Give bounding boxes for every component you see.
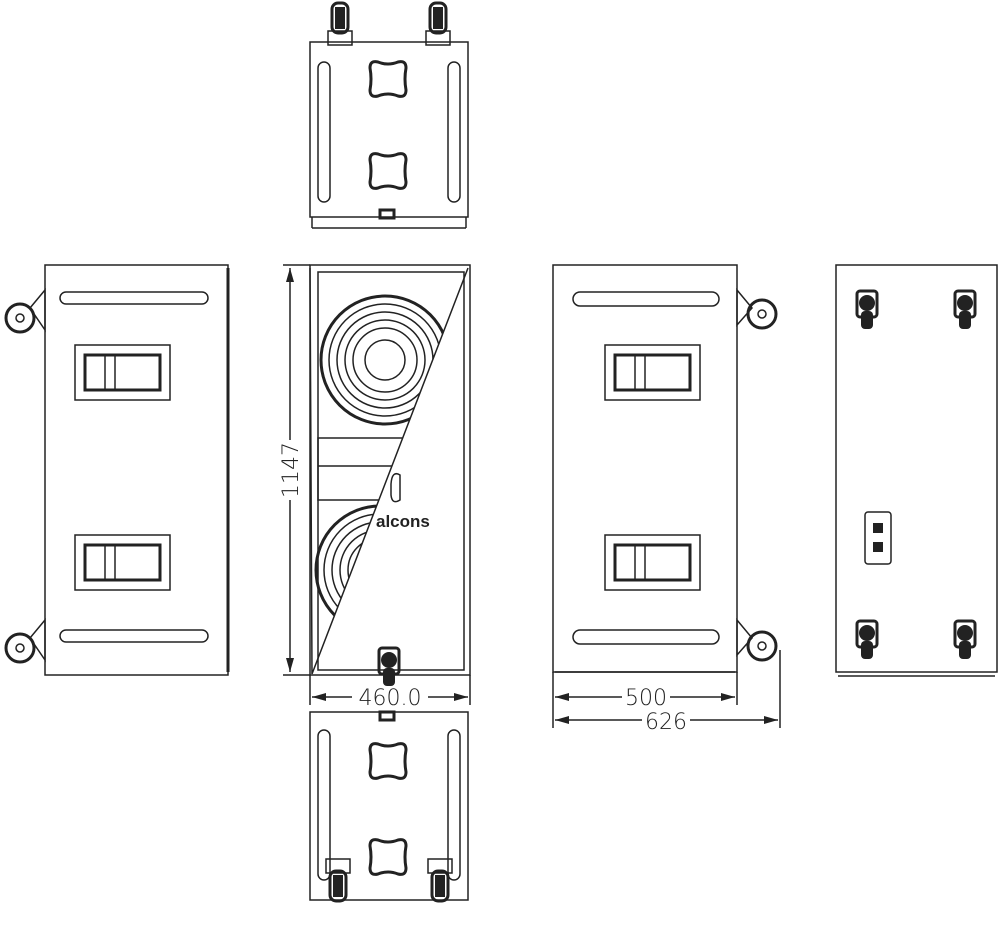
height-dimension-label: 1147 [279,442,304,498]
depth-dimension-label: 500 [625,686,667,711]
width-dimension-label: 460.0 [359,686,422,711]
front-view: alcons [309,264,471,688]
dimension-height: 1147 [278,264,310,676]
left-side-view [4,264,230,676]
right-side-view [552,264,778,673]
overall-depth-dimension-label: 626 [645,710,687,735]
dimension-depth: 500 626 [552,650,781,735]
bottom-view [309,710,469,903]
dimension-front-width: 460.0 [309,675,471,711]
rear-view [835,264,998,677]
top-view [309,1,469,229]
brand-logo: alcons [376,512,430,531]
